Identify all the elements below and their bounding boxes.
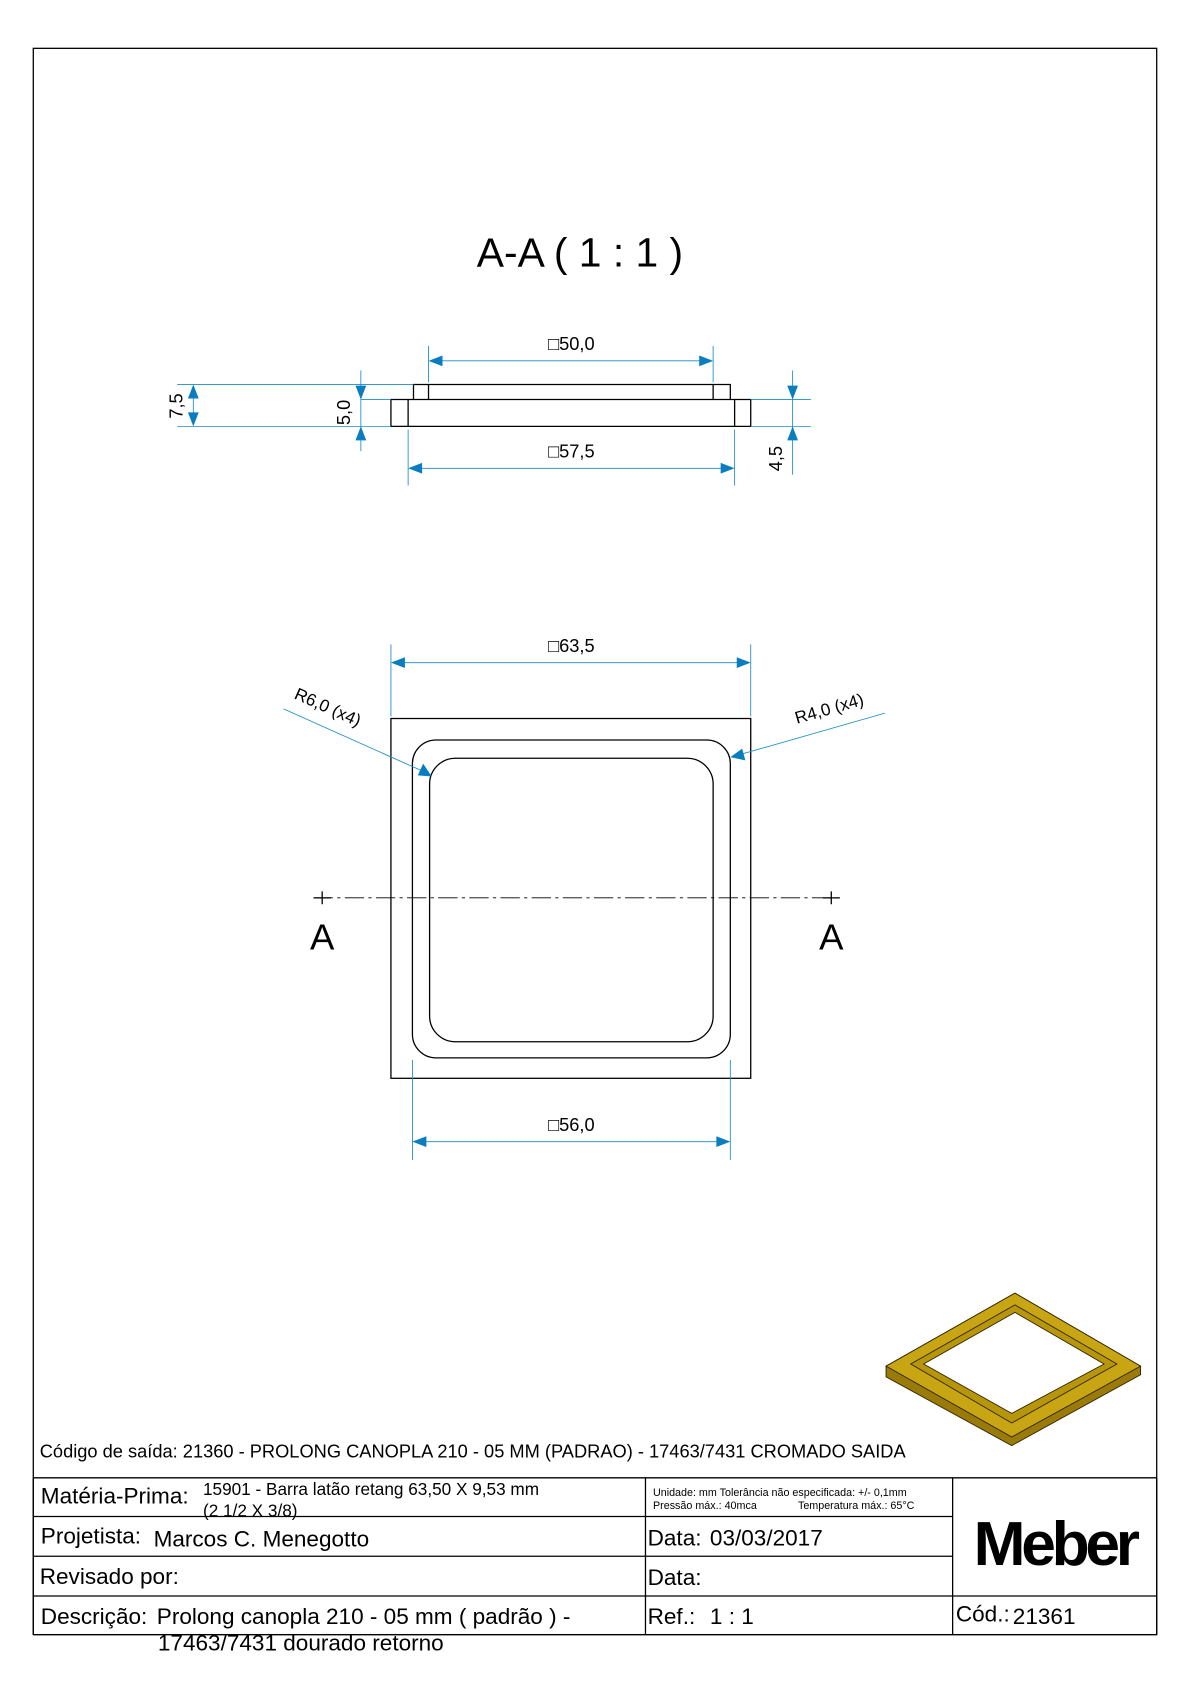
dim-7-5: 7,5: [166, 393, 187, 418]
ref-label: Ref.:: [648, 1604, 696, 1629]
dim-4-5: 4,5: [765, 446, 786, 471]
data-label: Data:: [648, 1525, 702, 1550]
section-title: A-A ( 1 : 1 ): [477, 229, 683, 275]
materia-line1: 15901 - Barra latão retang 63,50 X 9,53 …: [203, 1479, 539, 1499]
section-view: □50,0 □57,5 7,5 5,0 4,5: [166, 333, 811, 486]
revisado-label: Revisado por:: [40, 1564, 179, 1589]
projetista-label: Projetista:: [41, 1523, 141, 1548]
radius-6-label: R6,0 (x4): [292, 683, 365, 730]
dim-50: □50,0: [548, 333, 595, 354]
dim-56-0: □56,0: [548, 1114, 595, 1135]
title-block: Matéria-Prima: 15901 - Barra latão retan…: [32, 1477, 1158, 1656]
plan-view: A A □63,5 □56,0 R6,0 (x4) R4,0 (x4): [283, 635, 886, 1160]
dim-63-5: □63,5: [548, 635, 595, 656]
descricao-line2: 17463/7431 dourado retorno: [158, 1631, 444, 1656]
projetista-value: Marcos C. Menegotto: [154, 1527, 370, 1552]
spec-line1: Unidade: mm Tolerância não especificada:…: [653, 1487, 907, 1499]
data2-label: Data:: [648, 1565, 702, 1590]
descricao-line1: Prolong canopla 210 - 05 mm ( padrão ) -: [157, 1604, 571, 1629]
ref-value: 1 : 1: [710, 1604, 754, 1629]
dim-5-0: 5,0: [333, 400, 354, 425]
materia-label: Matéria-Prima:: [41, 1484, 189, 1509]
output-code: Código de saída: 21360 - PROLONG CANOPLA…: [40, 1440, 907, 1461]
spec-line2a: Pressão máx.: 40mca: [653, 1500, 757, 1512]
materia-line2: (2 1/2 X 3/8): [203, 1500, 298, 1520]
spec-line2b: Temperatura máx.: 65°C: [798, 1500, 915, 1512]
cod-label: Cód.:: [956, 1602, 1010, 1627]
section-mark-right: A: [819, 916, 844, 957]
data-value: 03/03/2017: [710, 1525, 823, 1550]
isometric-render: [885, 1292, 1142, 1447]
dim-57-5: □57,5: [548, 441, 595, 462]
cod-value: 21361: [1013, 1604, 1076, 1629]
descricao-label: Descrição:: [41, 1604, 148, 1629]
section-mark-left: A: [310, 916, 335, 957]
meber-logo: Meber: [974, 1510, 1140, 1579]
